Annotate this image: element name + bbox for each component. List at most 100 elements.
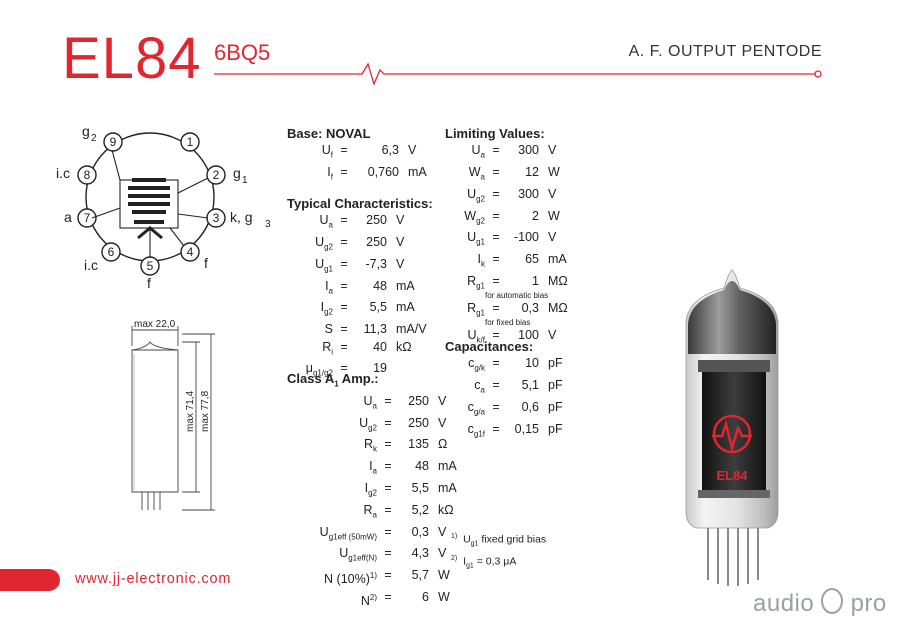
- param-symbol: cg/k: [468, 356, 485, 373]
- param-unit: W: [438, 589, 450, 604]
- equals-sign: =: [340, 165, 348, 180]
- pin-6: [101, 242, 121, 262]
- svg-text:9: 9: [110, 135, 117, 149]
- param-value: 10: [525, 356, 539, 371]
- param-value: 0,3: [411, 524, 429, 539]
- svg-text:i.c: i.c: [56, 165, 70, 181]
- param-value: 300: [518, 143, 539, 158]
- param-symbol: Ug1eff (50mW): [319, 524, 377, 542]
- equals-sign: =: [384, 546, 392, 561]
- param-value: 250: [366, 213, 387, 228]
- param-value: 100: [518, 327, 539, 342]
- pin-4: [180, 242, 200, 262]
- svg-text:4: 4: [187, 245, 194, 259]
- equals-sign: =: [340, 213, 348, 228]
- param-value: 0,15: [514, 421, 539, 436]
- param-unit: mA: [396, 278, 415, 293]
- param-symbol: Ik: [477, 252, 485, 269]
- param-unit: mA: [408, 165, 427, 180]
- param-symbol: Ug2: [315, 235, 333, 252]
- equals-sign: =: [384, 502, 392, 517]
- param-unit: V: [408, 143, 417, 158]
- param-unit: mA/V: [396, 322, 427, 337]
- svg-text:2: 2: [213, 168, 220, 182]
- header-waveform-line: [214, 62, 822, 86]
- typical-row: μg1/g2=19: [287, 360, 446, 382]
- param-symbol: If: [327, 165, 333, 182]
- param-note: for fixed bias: [485, 317, 531, 327]
- param-symbol: Ug1eff(N): [339, 546, 377, 563]
- param-value: -7,3: [365, 256, 387, 271]
- footer-red-bar: [0, 569, 60, 591]
- param-value: 2: [532, 208, 539, 223]
- equals-sign: =: [384, 415, 392, 430]
- svg-text:2: 2: [91, 133, 97, 144]
- param-symbol: Ug2: [467, 186, 485, 204]
- equals-sign: =: [492, 208, 500, 223]
- pin-2: [206, 165, 226, 185]
- param-symbol: Wa: [468, 165, 485, 182]
- param-value: 5,5: [411, 481, 429, 496]
- equals-sign: =: [492, 421, 500, 436]
- equals-sign: =: [340, 339, 348, 354]
- tube-photo-label: EL84: [716, 468, 748, 483]
- equals-sign: =: [340, 256, 348, 271]
- param-unit: pF: [548, 421, 563, 436]
- param-unit: pF: [548, 356, 563, 371]
- param-value: 19: [373, 361, 387, 376]
- param-symbol: Ua: [363, 393, 377, 411]
- param-value: 135: [408, 437, 429, 452]
- param-symbol: Ug1: [315, 256, 333, 274]
- equals-sign: =: [340, 322, 348, 337]
- param-unit: V: [438, 415, 447, 430]
- param-symbol: Wg2: [464, 208, 485, 226]
- equals-sign: =: [340, 235, 348, 250]
- param-value: 40: [373, 339, 387, 354]
- equals-sign: =: [492, 186, 500, 201]
- param-symbol: Ia: [369, 459, 377, 476]
- param-value: 48: [415, 459, 429, 474]
- svg-text:a: a: [64, 209, 72, 225]
- param-symbol: Ig2: [364, 481, 377, 498]
- svg-text:3: 3: [265, 219, 271, 230]
- param-value: 0,3: [521, 300, 539, 315]
- base-title: Base: NOVAL: [287, 126, 371, 141]
- param-unit: mA: [438, 459, 457, 474]
- param-unit: V: [548, 143, 557, 158]
- param-symbol: Ri: [322, 339, 333, 357]
- svg-text:g: g: [82, 123, 90, 139]
- pin-9: [103, 132, 123, 152]
- equals-sign: =: [384, 589, 392, 604]
- param-unit: kΩ: [396, 339, 412, 354]
- website-link[interactable]: www.jj-electronic.com: [75, 571, 232, 587]
- param-symbol: N2): [360, 592, 377, 608]
- equals-sign: =: [492, 327, 500, 342]
- param-symbol: Ug1: [467, 230, 485, 247]
- param-value: 5,2: [411, 502, 429, 517]
- equals-sign: =: [492, 274, 500, 289]
- param-unit: mA: [396, 300, 415, 315]
- svg-text:g: g: [233, 165, 241, 181]
- typical-title: Typical Characteristics:: [287, 196, 433, 211]
- param-symbol: S: [324, 322, 333, 337]
- param-unit: W: [548, 208, 560, 223]
- param-value: 0,760: [367, 165, 399, 180]
- param-symbol: μg1/g2: [305, 361, 333, 378]
